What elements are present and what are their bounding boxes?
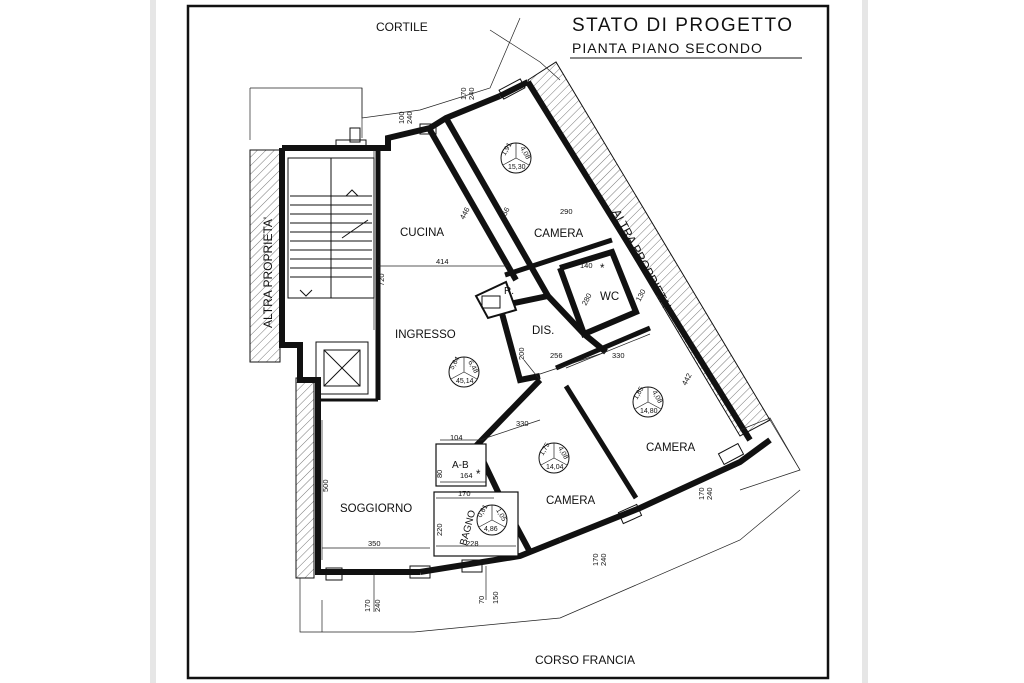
dim-220: 220 <box>435 523 444 536</box>
badge-camera-top-b: 4,08 <box>518 146 531 161</box>
dim-104: 104 <box>450 433 463 442</box>
badge-camera-bottom-b: 4,08 <box>556 446 569 461</box>
dim-170: 170 <box>458 489 471 498</box>
room-camera-bottom: CAMERA <box>546 495 596 507</box>
room-r: R. <box>504 286 514 297</box>
badge-bagno-c: 4,86 <box>484 526 498 533</box>
dim-170-top: 170 <box>459 87 468 100</box>
left-property-label: ALTRA PROPRIETA' <box>261 217 275 328</box>
drawing-frame <box>186 4 830 680</box>
badge-camera-right-c: 14,80 <box>640 408 658 415</box>
room-camera-right: CAMERA <box>646 442 696 454</box>
dim-442: 442 <box>680 372 694 387</box>
badge-ingresso-b: 6,48 <box>466 360 479 375</box>
badge-ingresso: 5,64 6,48 45,14 <box>448 356 480 388</box>
dim-414: 414 <box>436 257 449 266</box>
badge-camera-top: 1,91 4,08 15,30 <box>500 142 532 174</box>
dim-170-bottom: 170 <box>363 599 372 612</box>
dim-240-top: 240 <box>405 111 414 124</box>
dim-100-top: 100 <box>397 111 406 124</box>
dim-228: 228 <box>466 539 479 548</box>
room-soggiorno: SOGGIORNO <box>340 503 412 515</box>
window-markers <box>325 78 801 581</box>
dim-240-bcam: 240 <box>599 553 608 566</box>
elevator <box>315 341 369 395</box>
apartment-walls <box>279 79 772 575</box>
street-label-bottom: CORSO FRANCIA <box>535 653 635 667</box>
room-ab: A-B <box>452 460 469 471</box>
badge-camera-bottom: 1,75 4,08 14,04 <box>538 442 570 474</box>
badge-camera-right: 1,85 4,08 14,80 <box>632 386 664 418</box>
dim-164: 164 <box>460 471 473 480</box>
dim-80: 80 <box>435 470 444 478</box>
room-cucina: CUCINA <box>400 227 444 239</box>
dim-330-a: 330 <box>516 419 529 428</box>
badge-camera-top-c: 15,30 <box>508 164 526 171</box>
dim-130: 130 <box>634 288 648 303</box>
dim-720: 720 <box>377 273 386 286</box>
room-dis: DIS. <box>532 325 554 337</box>
dim-170-bcam: 170 <box>591 553 600 566</box>
dim-350: 350 <box>368 539 381 548</box>
staircase <box>287 157 375 299</box>
dim-280: 280 <box>580 292 594 307</box>
dim-240-top-b: 240 <box>467 87 476 100</box>
street-outline <box>299 489 801 633</box>
dim-256: 256 <box>550 351 563 360</box>
left-page-shadow <box>150 0 156 683</box>
vent-marker-wc: * <box>600 263 605 275</box>
dim-290: 290 <box>560 207 573 216</box>
badge-camera-right-b: 4,08 <box>650 390 663 405</box>
dimension-lines <box>321 150 651 612</box>
dim-330-b: 330 <box>612 351 625 360</box>
drawing-title: STATO DI PROGETTO <box>572 15 794 36</box>
dim-140: 140 <box>580 261 593 270</box>
dim-170-right: 170 <box>697 487 706 500</box>
dim-200: 200 <box>517 347 526 360</box>
badge-ingresso-c: 45,14 <box>456 378 474 385</box>
room-ingresso: INGRESSO <box>395 329 456 341</box>
vent-marker-ab: * <box>476 469 481 481</box>
badge-camera-bottom-c: 14,04 <box>546 464 564 471</box>
right-page-shadow <box>862 0 868 683</box>
dim-70: 70 <box>477 596 486 604</box>
dim-240-right: 240 <box>705 487 714 500</box>
street-label-top: CORTILE <box>376 20 428 34</box>
dim-240-bottom: 240 <box>373 599 382 612</box>
dim-446: 446 <box>458 206 472 221</box>
room-camera-top: CAMERA <box>534 228 584 240</box>
drawing-subtitle: PIANTA PIANO SECONDO <box>572 40 763 56</box>
dim-150: 150 <box>491 591 500 604</box>
dim-500: 500 <box>321 479 330 492</box>
room-wc: WC <box>600 291 619 303</box>
